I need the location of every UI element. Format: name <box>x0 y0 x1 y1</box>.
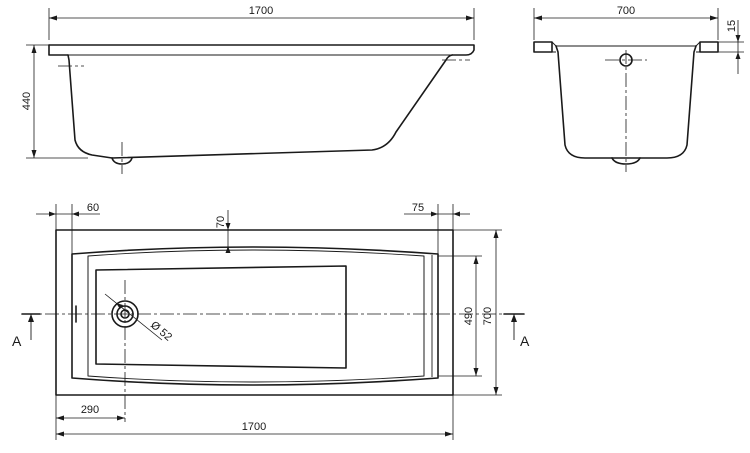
plan-left-rim-label: 60 <box>87 202 99 214</box>
section-right-label: A <box>520 333 530 349</box>
plan-view: Ø 52 60 70 75 490 700 <box>12 202 530 440</box>
end-rim-label: 15 <box>726 20 738 32</box>
side-view: 1700 440 <box>21 5 475 174</box>
section-marker-left: A <box>12 313 41 349</box>
side-length-label: 1700 <box>249 5 273 17</box>
section-left-label: A <box>12 333 22 349</box>
plan-inner-width-label: 490 <box>463 307 475 325</box>
plan-outer-width-label: 700 <box>482 307 494 325</box>
plan-top-rim-label: 70 <box>215 216 227 228</box>
plan-right-rim-label: 75 <box>412 202 424 214</box>
plan-length-label: 1700 <box>242 421 266 433</box>
end-view: 700 15 <box>533 5 744 172</box>
end-width-label: 700 <box>617 5 635 17</box>
side-height-label: 440 <box>21 92 33 110</box>
plan-drain-offset-label: 290 <box>81 404 99 416</box>
plan-drain-dia-label: Ø 52 <box>148 319 174 344</box>
section-marker-right: A <box>503 313 530 349</box>
